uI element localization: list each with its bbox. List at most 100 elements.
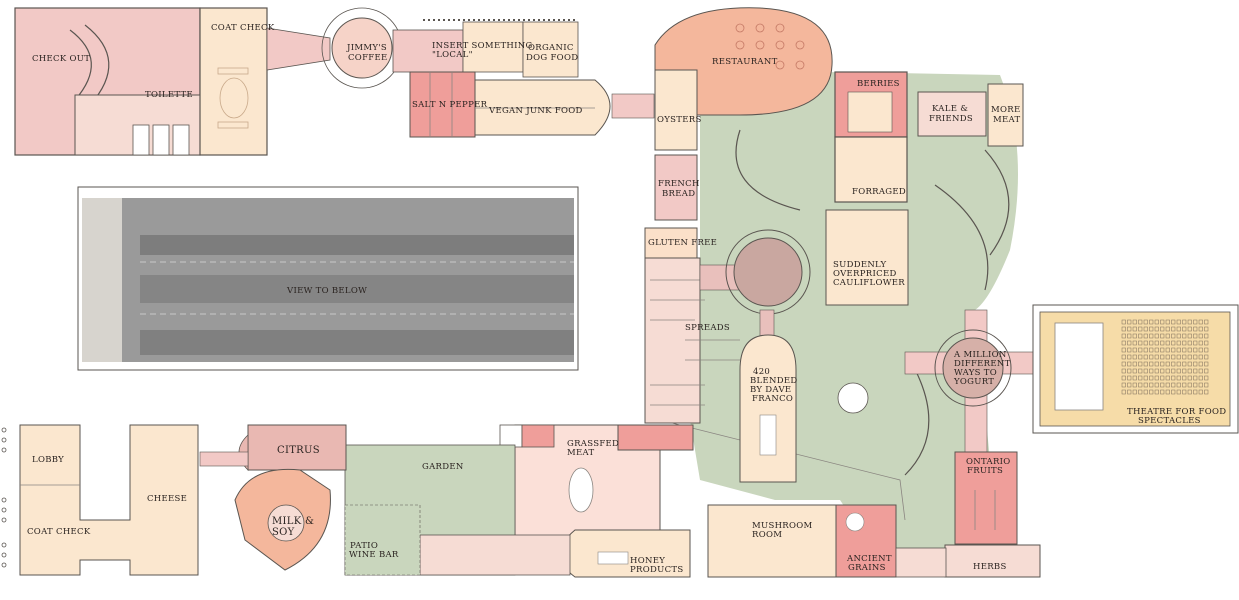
label-cheese: CHEESE — [147, 494, 187, 504]
corridor — [699, 264, 741, 291]
garden-path-curve — [735, 129, 801, 211]
theatre-seat — [1149, 340, 1154, 346]
theatre-seat — [1171, 354, 1176, 360]
spreads-room — [644, 257, 701, 424]
garden-path-curve — [934, 184, 989, 291]
theatre-seat — [1182, 347, 1187, 353]
theatre-seat — [1187, 340, 1192, 346]
theatre-seat — [1171, 368, 1176, 374]
label-salt-n-pepper: SALT N PEPPER — [412, 100, 488, 110]
theatre-seat — [1154, 347, 1159, 353]
theatre-seat — [1182, 361, 1187, 367]
theatre-seat — [1132, 333, 1137, 339]
theatre-seat — [1132, 382, 1137, 388]
theatre-seat — [1154, 354, 1159, 360]
herbs-room — [944, 544, 1041, 578]
theatre-seat — [1165, 326, 1170, 332]
theatre-seat — [1171, 389, 1176, 395]
theatre-seat — [1138, 368, 1143, 374]
theatre-seat — [1198, 340, 1203, 346]
label-french-bread-2: BREAD — [662, 189, 695, 199]
label-coat-check-bottom: COAT CHECK — [27, 527, 91, 537]
jimmys-coffee-room — [331, 17, 393, 79]
theatre-seat — [1171, 361, 1176, 367]
theatre-seat — [1193, 354, 1198, 360]
grain-bin — [845, 512, 865, 532]
kale-friends-room — [917, 91, 987, 137]
theatre-seat — [1132, 354, 1137, 360]
label-vegan-junk-food: VEGAN JUNK FOOD — [488, 106, 583, 116]
photo-sidewalk — [82, 198, 122, 362]
oysters-room — [654, 69, 698, 151]
coat-rack — [217, 121, 249, 129]
theatre-seat — [1187, 347, 1192, 353]
theatre-seat — [1121, 333, 1126, 339]
theatre-seat — [1149, 333, 1154, 339]
theatre-seat — [1176, 333, 1181, 339]
garden-pavilion — [419, 534, 571, 576]
theatre-seat — [1132, 347, 1137, 353]
label-restaurant: RESTAURANT — [712, 57, 778, 67]
theatre-seat — [1182, 340, 1187, 346]
theatre-seat — [1143, 375, 1148, 381]
theatre-seat — [1187, 326, 1192, 332]
label-ancient-grains-2: GRAINS — [848, 563, 886, 573]
label-cauliflower-1: SUDDENLY — [833, 260, 886, 270]
theatre-seat — [1143, 389, 1148, 395]
label-ontario-1: ONTARIO — [966, 457, 1011, 467]
theatre-seat — [1187, 319, 1192, 325]
restaurant-room — [654, 7, 833, 116]
theatre-seat — [1193, 319, 1198, 325]
patio-wine-bar-room — [344, 504, 421, 576]
theatre-seating — [1121, 319, 1209, 395]
theatre-seat — [1160, 382, 1165, 388]
theatre-seat — [1204, 340, 1209, 346]
theatre-seat — [1160, 354, 1165, 360]
theatre-seat — [1204, 382, 1209, 388]
theatre-seat — [1127, 326, 1132, 332]
theatre-seat — [1160, 319, 1165, 325]
theatre-seat — [1127, 354, 1132, 360]
theatre-seat — [1149, 319, 1154, 325]
theatre-seat — [1154, 333, 1159, 339]
theatre-seat — [1171, 340, 1176, 346]
theatre-seat — [1154, 319, 1159, 325]
toilet-stall — [152, 124, 170, 156]
vegan-junk-food-room — [474, 79, 611, 136]
theatre-seat — [1165, 354, 1170, 360]
label-mushroom-1: MUSHROOM — [752, 521, 813, 531]
garden-fountain — [837, 382, 869, 414]
photo-road-lane — [140, 330, 574, 355]
insert-local-room — [392, 29, 464, 73]
label-blended-1: 420 — [753, 367, 770, 377]
theatre-seat — [1198, 333, 1203, 339]
theatre-seat — [1182, 326, 1187, 332]
theatre-seat — [1132, 389, 1137, 395]
theatre-seat — [1127, 333, 1132, 339]
theatre-seat — [1176, 347, 1181, 353]
coat-rack — [217, 67, 249, 75]
theatre-seat — [1182, 389, 1187, 395]
label-checkout: CHECK OUT — [32, 54, 90, 64]
theatre-seat — [1182, 375, 1187, 381]
theatre-seat — [1132, 375, 1137, 381]
forraged-room — [834, 136, 908, 203]
theatre-seat — [1176, 326, 1181, 332]
theatre-seat — [1154, 326, 1159, 332]
milk-soy-counter — [267, 504, 305, 542]
label-yogurt-2: DIFFERENT — [954, 359, 1011, 369]
theatre-seat — [1149, 361, 1154, 367]
theatre-seat — [1198, 354, 1203, 360]
label-insert-local-1: INSERT SOMETHING — [432, 41, 533, 51]
label-french-bread-1: FRENCH — [658, 179, 700, 189]
theatre-seat — [1149, 368, 1154, 374]
yogurt-room — [942, 337, 1004, 399]
theatre-seat — [1165, 333, 1170, 339]
theatre-seat — [1187, 361, 1192, 367]
label-milk-soy-2: SOY — [272, 527, 295, 538]
theatre-seat — [1121, 354, 1126, 360]
label-toilette: TOILETTE — [145, 90, 193, 100]
label-yogurt-3: WAYS TO — [954, 368, 997, 378]
theatre-seat — [1138, 354, 1143, 360]
